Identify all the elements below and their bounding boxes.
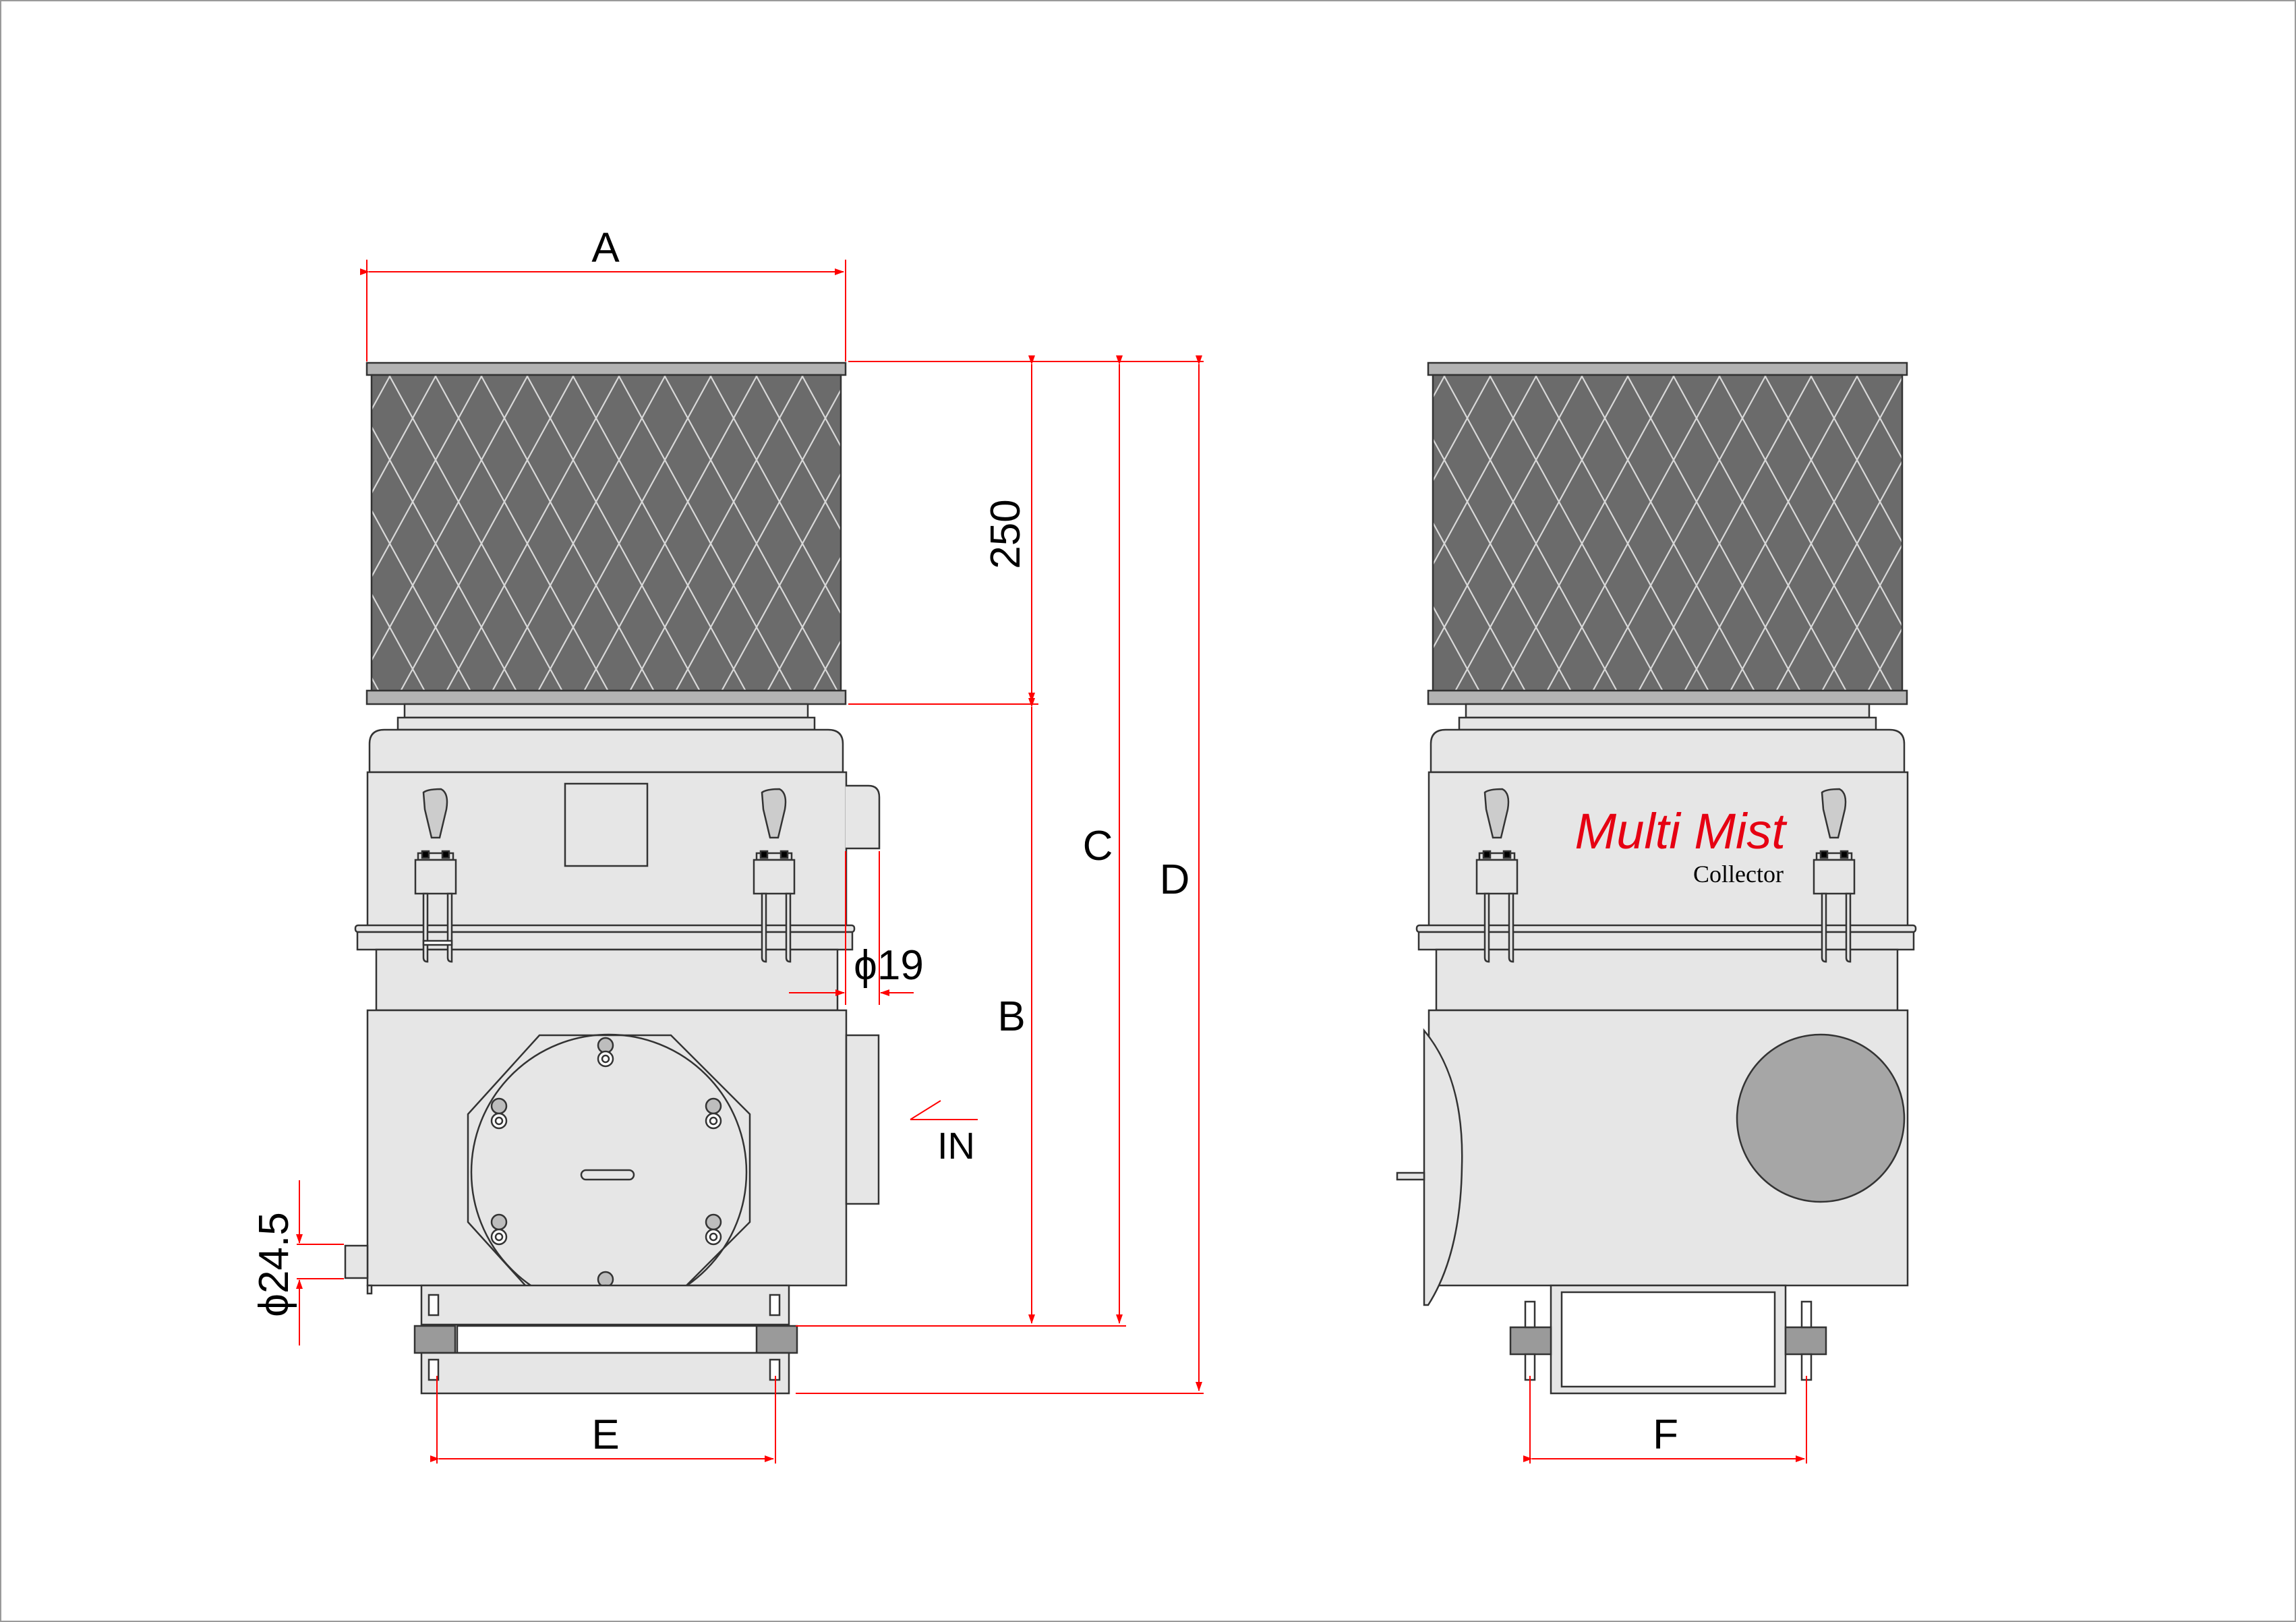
inlet-duct (845, 1034, 880, 1205)
brand-name: Multi Mist (1575, 803, 1788, 859)
left-foot-pad-2 (1509, 1326, 1552, 1356)
right-foot-pad (755, 1325, 798, 1354)
side-pin (1396, 1171, 1425, 1181)
upper-lid (368, 728, 844, 774)
right-foot-pad-2 (1784, 1326, 1827, 1356)
latch-right-2 (1813, 788, 1856, 963)
filter-top-cap (365, 361, 847, 376)
filter-collar (403, 703, 809, 719)
filter-bottom-cap-2 (1427, 689, 1908, 705)
latch-right (753, 788, 796, 963)
filter-mesh-2 (1432, 374, 1904, 692)
dim-b-label: B (997, 993, 1025, 1040)
side-view (1396, 361, 1917, 1395)
outlet-port (1736, 1033, 1906, 1203)
dimension-lines (296, 260, 1807, 1464)
inlet-label: IN (937, 1124, 975, 1167)
drain-nozzle (344, 1244, 369, 1279)
filter-mesh (370, 374, 842, 692)
dim-d-label: D (1160, 857, 1190, 903)
front-view (344, 361, 881, 1395)
filter-bottom-cap (365, 689, 847, 705)
latch-left (414, 788, 457, 963)
slot (580, 1169, 635, 1181)
flange (354, 924, 856, 933)
dim-phi19-label: ϕ19 (854, 942, 924, 989)
left-foot-pad (413, 1325, 457, 1354)
brand-subtitle: Collector (1693, 861, 1784, 888)
dim-e-label: E (591, 1412, 619, 1458)
mid-band (375, 948, 839, 1012)
dim-c-label: C (1083, 823, 1113, 869)
dim-phi24-5-label: ϕ24.5 (251, 1212, 297, 1316)
dim-f-label: F (1653, 1412, 1678, 1458)
filter-top-cap-2 (1427, 361, 1908, 376)
base-frame (420, 1284, 790, 1326)
dim-a-label: A (591, 225, 620, 271)
base-rail (456, 1325, 759, 1354)
latch-left-2 (1475, 788, 1519, 963)
side-nozzle (846, 784, 881, 850)
dim-250-label: 250 (982, 499, 1029, 569)
side-panel (1423, 1028, 1463, 1306)
inspection-window (564, 782, 649, 867)
